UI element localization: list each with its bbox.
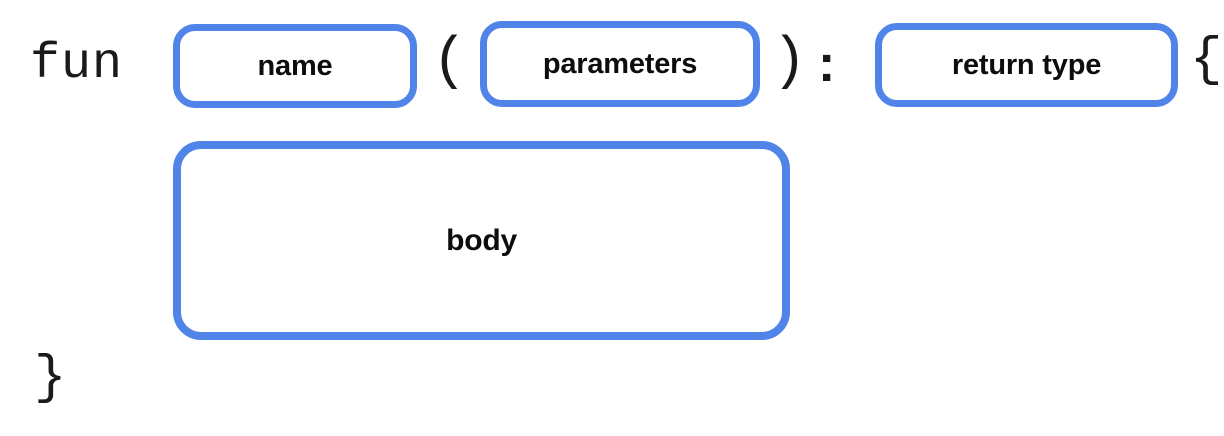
colon-separator: : [818, 35, 836, 93]
slot-parameters-label: parameters [542, 47, 698, 80]
brace-close: } [34, 348, 67, 409]
keyword-fun: fun [30, 36, 124, 93]
slot-return-type-label: return type [951, 48, 1102, 81]
brace-open: { [1190, 30, 1223, 91]
slot-name-label: name [257, 49, 333, 82]
slot-body-label: body [446, 223, 517, 257]
slot-parameters[interactable]: parameters [480, 21, 760, 107]
slot-body[interactable]: body [173, 141, 790, 340]
slot-return-type[interactable]: return type [875, 23, 1178, 107]
slot-name[interactable]: name [173, 24, 417, 108]
paren-close: ) [772, 30, 807, 95]
paren-open: ( [432, 30, 467, 95]
